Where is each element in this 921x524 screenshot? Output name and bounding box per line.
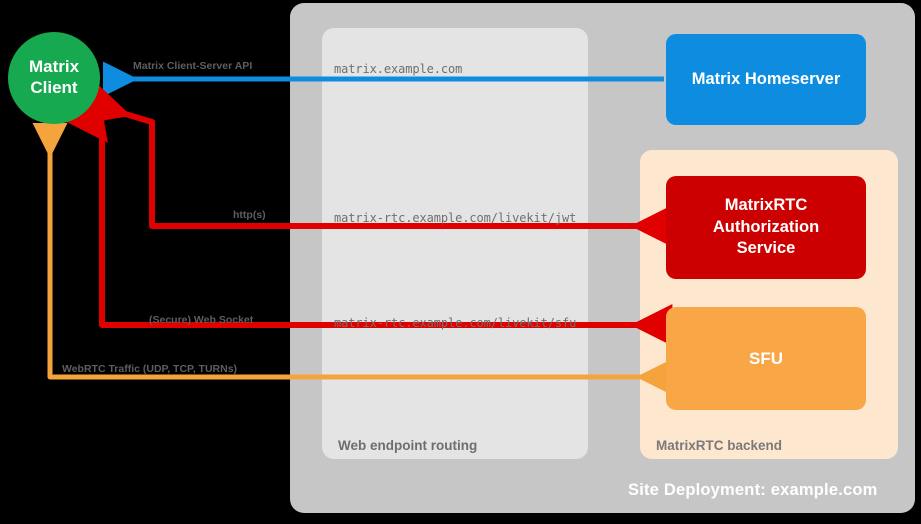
edge-label-https: http(s) bbox=[233, 209, 266, 221]
node-matrix-client[interactable]: Matrix Client bbox=[8, 32, 100, 124]
edge-url-livekit-sfu: matrix-rtc.example.com/livekit/sfu bbox=[334, 316, 577, 330]
edge-url-matrix-example-com: matrix.example.com bbox=[334, 62, 463, 76]
edge-label-secure-web-socket: (Secure) Web Socket bbox=[149, 314, 254, 326]
node-sfu[interactable]: SFU bbox=[666, 307, 866, 410]
node-matrix-homeserver-label: Matrix Homeserver bbox=[691, 70, 841, 88]
node-auth-line3: Service bbox=[736, 239, 796, 258]
node-matrixrtc-authorization-service[interactable]: MatrixRTC Authorization Service bbox=[666, 176, 866, 279]
matrixrtc-backend-label: MatrixRTC backend bbox=[656, 438, 783, 453]
web-endpoint-routing-container bbox=[322, 28, 588, 459]
node-auth-line1: MatrixRTC bbox=[724, 196, 808, 215]
node-matrix-homeserver[interactable]: Matrix Homeserver bbox=[666, 34, 866, 125]
edge-label-matrix-cs-api: Matrix Client-Server API bbox=[133, 60, 253, 72]
node-matrix-client-line2: Client bbox=[30, 78, 78, 97]
node-auth-line2: Authorization bbox=[712, 217, 820, 236]
edge-url-livekit-jwt: matrix-rtc.example.com/livekit/jwt bbox=[334, 211, 577, 225]
node-sfu-label: SFU bbox=[749, 348, 783, 368]
web-endpoint-routing-label: Web endpoint routing bbox=[338, 438, 478, 453]
edge-label-webrtc-traffic: WebRTC Traffic (UDP, TCP, TURNs) bbox=[62, 363, 238, 375]
node-matrix-client-line1: Matrix bbox=[28, 57, 80, 77]
site-deployment-label: Site Deployment: example.com bbox=[628, 481, 878, 499]
